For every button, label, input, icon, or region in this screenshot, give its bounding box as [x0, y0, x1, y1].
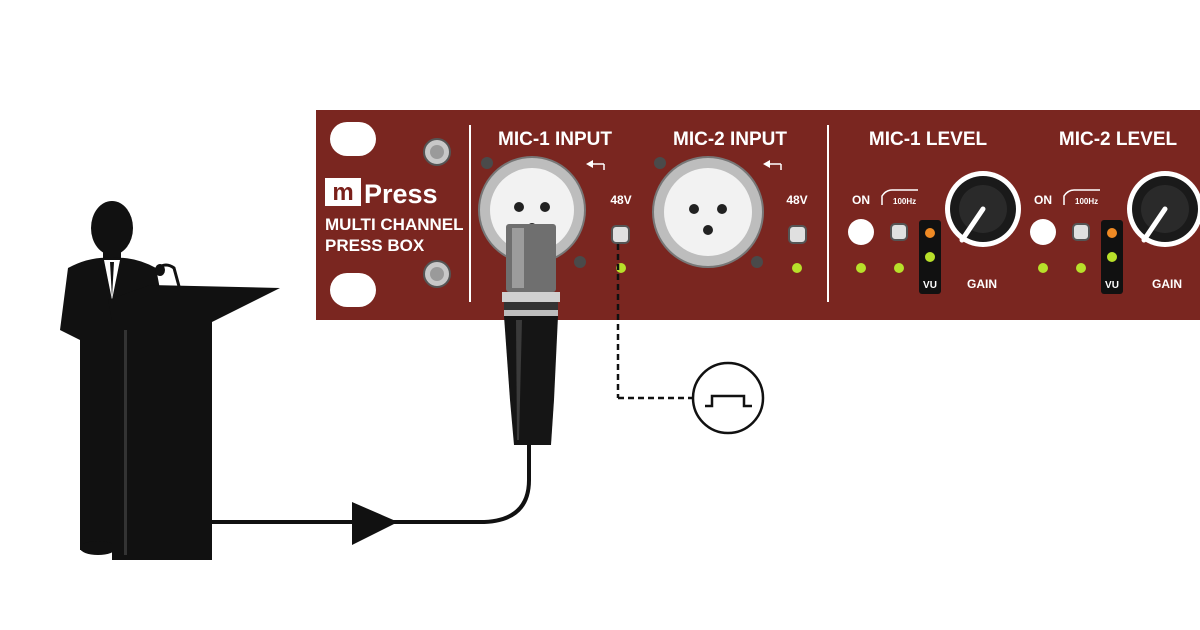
gain-label-2: GAIN: [1152, 277, 1182, 291]
filter-label-1: 100Hz: [893, 197, 916, 206]
phantom-48v-label-2: 48V: [786, 193, 807, 207]
phantom-48v-label-1: 48V: [610, 193, 631, 207]
speaker-at-podium-icon: [60, 201, 280, 560]
gain-knob-2[interactable]: [1127, 171, 1200, 247]
gain-knob-1[interactable]: [945, 171, 1021, 247]
screw-icon: [423, 260, 451, 288]
mic1-input-label: MIC-1 INPUT: [498, 129, 612, 150]
vu-label-2: VU: [1105, 280, 1119, 291]
mic2-input-label: MIC-2 INPUT: [673, 129, 787, 150]
gain-label-1: GAIN: [967, 277, 997, 291]
highpass-filter-icon: 100Hz: [1063, 189, 1100, 206]
vu-label-1: VU: [923, 280, 937, 291]
push-switch-wire: [616, 244, 694, 400]
on-led-1: [856, 263, 866, 273]
phantom-led-2: [792, 263, 802, 273]
filter-led-1: [894, 263, 904, 273]
mic2-level-label: MIC-2 LEVEL: [1059, 129, 1178, 150]
phantom-48v-button-2[interactable]: [788, 225, 807, 244]
xlr-plug-icon: [398, 224, 560, 524]
on-led-2: [1038, 263, 1048, 273]
highpass-filter-icon: 100Hz: [881, 189, 918, 206]
brand-logo-letter: m: [332, 179, 353, 206]
rack-slot-top: [330, 122, 376, 156]
panel-subtitle-line2: PRESS BOX: [325, 236, 425, 255]
screw-icon: [423, 138, 451, 166]
on-button-1[interactable]: [848, 219, 874, 245]
brand-name: Press: [364, 179, 438, 209]
arrow-left-icon: [586, 160, 605, 170]
xlr-input-jack-2: [652, 156, 764, 268]
on-button-2[interactable]: [1030, 219, 1056, 245]
push-button-switch-icon: [691, 361, 765, 435]
arrow-left-icon: [763, 160, 782, 170]
filter-label-2: 100Hz: [1075, 197, 1098, 206]
press-box-panel: m Press MULTI CHANNEL PRESS BOX MIC-1 IN…: [316, 110, 1200, 320]
on-label-2: ON: [1034, 193, 1052, 207]
mic1-level-label: MIC-1 LEVEL: [869, 129, 988, 150]
vu-meter-1: VU: [919, 220, 941, 294]
signal-arrow-icon: [212, 502, 398, 545]
brand-logo: m Press: [325, 178, 438, 209]
filter-led-2: [1076, 263, 1086, 273]
rack-slot-bottom: [330, 273, 376, 307]
panel-subtitle-line1: MULTI CHANNEL: [325, 215, 464, 234]
filter-button-1[interactable]: [890, 223, 908, 241]
vu-meter-2: VU: [1101, 220, 1123, 294]
filter-button-2[interactable]: [1072, 223, 1090, 241]
phantom-48v-button-1[interactable]: [611, 225, 630, 244]
on-label-1: ON: [852, 193, 870, 207]
